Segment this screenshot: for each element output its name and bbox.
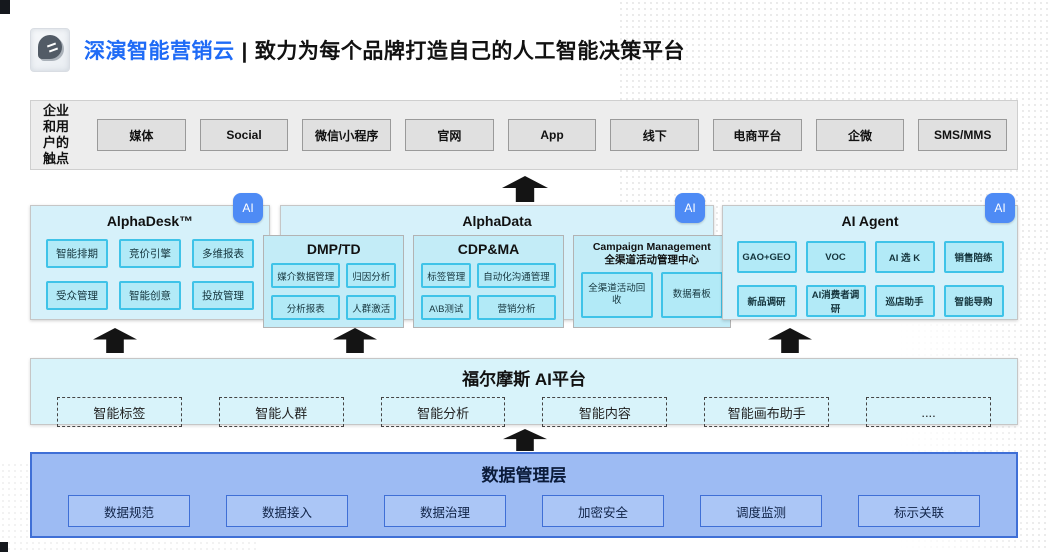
chip-ai-select-k: AI 选 K <box>874 241 935 273</box>
touchpoint-offline: 线下 <box>610 119 700 151</box>
capability-smart-canvas-assistant: 智能画布助手 <box>704 397 830 427</box>
up-arrow-icon <box>768 328 812 353</box>
data-governance: 数据治理 <box>384 495 506 527</box>
product-panels-row: AI AlphaDesk™ 智能排期 竞价引擎 多维报表 受众管理 智能创意 投… <box>30 193 1018 328</box>
chip-attribution-analysis: 归因分析 <box>346 263 397 288</box>
chip-audience-activation: 人群激活 <box>346 295 397 320</box>
capability-smart-content: 智能内容 <box>542 397 668 427</box>
touchpoint-media: 媒体 <box>97 119 186 151</box>
subpanel-dmp-td: DMP/TD 媒介数据管理 归因分析 分析报表 人群激活 <box>263 235 405 328</box>
page-title: 深演智能营销云 | 致力为每个品牌打造自己的人工智能决策平台 <box>84 35 685 65</box>
brand-logo-icon <box>28 26 72 74</box>
header: 深演智能营销云 | 致力为每个品牌打造自己的人工智能决策平台 <box>28 26 685 74</box>
alphadata-title: AlphaData <box>462 213 532 229</box>
campaign-title: Campaign Management 全渠道活动管理中心 <box>592 241 711 267</box>
panel-alphadesk: AI AlphaDesk™ 智能排期 竞价引擎 多维报表 受众管理 智能创意 投… <box>30 193 270 320</box>
touchpoint-ecommerce: 电商平台 <box>713 119 802 151</box>
capability-smart-analysis: 智能分析 <box>380 397 506 427</box>
map-fragment-decoration <box>0 0 10 14</box>
data-ingestion: 数据接入 <box>226 495 348 527</box>
data-layer-title: 数据管理层 <box>481 466 567 485</box>
ai-agent-title: AI Agent <box>841 213 899 229</box>
chip-voc: VOC <box>805 241 866 273</box>
alphadesk-items: 智能排期 竞价引擎 多维报表 受众管理 智能创意 投放管理 <box>31 239 269 310</box>
chip-smart-scheduling: 智能排期 <box>46 239 108 268</box>
subpanel-campaign-mgmt: Campaign Management 全渠道活动管理中心 全渠道活动回收 数据… <box>572 235 731 328</box>
touchpoint-wechat-miniprogram: 微信\小程序 <box>302 119 392 151</box>
chip-smart-creative: 智能创意 <box>119 281 181 310</box>
scheduling-monitoring: 调度监测 <box>700 495 822 527</box>
id-mapping: 标示关联 <box>858 495 980 527</box>
touchpoints-bar: 企业 和用 户的 触点 媒体 Social 微信\小程序 官网 App 线下 电… <box>30 100 1018 170</box>
chip-ai-consumer-research: AI消费者调研 <box>805 285 866 317</box>
tagline: 致力为每个品牌打造自己的人工智能决策平台 <box>254 40 685 63</box>
ai-agent-items: GAO+GEO VOC AI 选 K 销售陪练 新品调研 AI消费者调研 巡店助… <box>723 241 1017 317</box>
ai-badge: AI <box>675 193 705 223</box>
chip-automated-comm-mgmt: 自动化沟通管理 <box>477 263 556 288</box>
ai-badge: AI <box>233 193 263 223</box>
touchpoint-social: Social <box>199 119 289 151</box>
brand-name: 深演智能营销云 <box>84 40 235 63</box>
touchpoint-official-site: 官网 <box>405 119 494 151</box>
touchpoints-label: 企业 和用 户的 触点 <box>43 103 70 166</box>
subpanel-cdp-ma: CDP&MA 标签管理 自动化沟通管理 A\B测试 营销分析 <box>413 235 564 328</box>
ai-platform-title: 福尔摩斯 AI平台 <box>462 370 586 389</box>
chip-new-product-research: 新品调研 <box>736 285 797 317</box>
title-separator: | <box>241 40 248 63</box>
dmp-td-title: DMP/TD <box>306 241 361 257</box>
chip-bidding-engine: 竞价引擎 <box>119 239 181 268</box>
chip-audience-mgmt: 受众管理 <box>46 281 108 310</box>
chip-multidim-report: 多维报表 <box>192 239 254 268</box>
capability-smart-audience: 智能人群 <box>218 397 344 427</box>
capability-more-ellipsis: .... <box>866 397 991 427</box>
touchpoint-wecom: 企微 <box>815 119 905 151</box>
alphadesk-title: AlphaDesk™ <box>106 213 194 229</box>
up-arrow-icon <box>333 328 377 353</box>
ai-platform-band: 福尔摩斯 AI平台 智能标签 智能人群 智能分析 智能内容 智能画布助手 ...… <box>30 358 1018 427</box>
touchpoints-list: 媒体 Social 微信\小程序 官网 App 线下 电商平台 企微 SMS/M… <box>97 119 1008 151</box>
chip-delivery-mgmt: 投放管理 <box>192 281 254 310</box>
up-arrow-icon <box>502 176 548 202</box>
up-arrow-icon <box>503 429 547 451</box>
ai-badge: AI <box>985 193 1015 223</box>
chip-media-data-mgmt: 媒介数据管理 <box>271 263 341 288</box>
cdp-ma-title: CDP&MA <box>457 241 520 257</box>
map-fragment-decoration <box>0 542 8 552</box>
alphadata-subpanels: DMP/TD 媒介数据管理 归因分析 分析报表 人群激活 CDP&MA 标签管理… <box>263 235 731 328</box>
chip-sales-coaching: 销售陪练 <box>943 241 1004 273</box>
chip-ab-test: A\B测试 <box>421 295 472 320</box>
encryption-security: 加密安全 <box>542 495 664 527</box>
chip-data-dashboard: 数据看板 <box>660 272 723 319</box>
chip-omnichannel-campaign-recycle: 全渠道活动回收 <box>580 272 653 319</box>
chip-marketing-analysis: 营销分析 <box>477 295 556 320</box>
data-management-layer: 数据管理层 数据规范 数据接入 数据治理 加密安全 调度监测 标示关联 <box>30 452 1018 538</box>
capability-smart-tags: 智能标签 <box>57 397 182 427</box>
touchpoint-sms-mms: SMS/MMS <box>918 119 1008 151</box>
chip-smart-shopping-guide: 智能导购 <box>943 285 1004 317</box>
chip-store-patrol-assistant: 巡店助手 <box>874 285 935 317</box>
data-layer-items: 数据规范 数据接入 数据治理 加密安全 调度监测 标示关联 <box>32 486 1016 527</box>
chip-tag-mgmt: 标签管理 <box>421 263 472 288</box>
touchpoint-app: App <box>507 119 597 151</box>
ai-platform-items: 智能标签 智能人群 智能分析 智能内容 智能画布助手 .... <box>31 390 1017 427</box>
panel-alphadata: AI AlphaData DMP/TD 媒介数据管理 归因分析 分析报表 人群激… <box>263 193 731 328</box>
up-arrow-icon <box>93 328 137 353</box>
panel-ai-agent: AI AI Agent GAO+GEO VOC AI 选 K 销售陪练 新品调研… <box>722 193 1018 320</box>
data-standard: 数据规范 <box>68 495 190 527</box>
chip-analysis-report: 分析报表 <box>271 295 341 320</box>
chip-gao-geo: GAO+GEO <box>736 241 797 273</box>
